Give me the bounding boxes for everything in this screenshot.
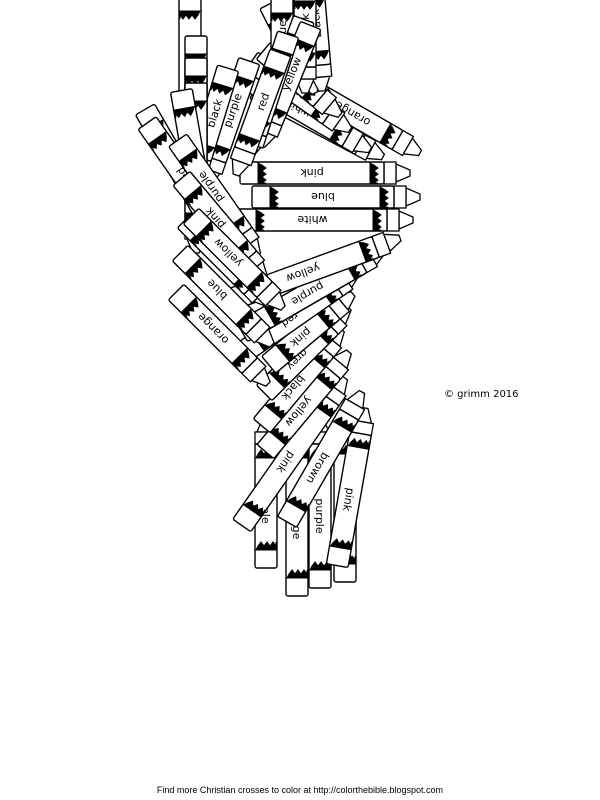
- crayon-zigzag-band: [179, 10, 201, 20]
- crayon-zigzag-band: [184, 184, 203, 206]
- crayon-zigzag-band: [210, 81, 234, 96]
- crayon-zigzag-band: [179, 148, 198, 168]
- crayon-zigzag-band: [369, 162, 379, 184]
- crayon: blue: [172, 245, 275, 348]
- crayon: pink: [239, 161, 411, 185]
- footer-link-text: Find more Christian crosses to color at …: [156, 785, 444, 795]
- crayon-zigzag-band: [379, 186, 389, 208]
- crayon-zigzag-band: [181, 296, 199, 318]
- crayon-zigzag-band: [255, 209, 265, 231]
- crayon-zigzag-band: [261, 65, 285, 80]
- crayon-collar: [393, 185, 407, 209]
- crayon-color-word: pink: [300, 166, 324, 179]
- crayon-color-word: purple: [313, 498, 326, 534]
- crayon-body: [326, 431, 372, 568]
- crayon-tip: [398, 210, 414, 230]
- crayon-zigzag-band: [269, 186, 279, 208]
- crayon-color-word: blue: [311, 190, 335, 203]
- crayon: pink: [326, 406, 375, 568]
- crayon-zigzag-band: [264, 401, 287, 420]
- crayon-color-word: white: [297, 213, 327, 226]
- crayon-zigzag-band: [268, 370, 290, 388]
- crayon-body: [251, 185, 395, 209]
- crayon-zigzag-band: [257, 162, 267, 184]
- crayon-zigzag-band: [332, 416, 356, 433]
- crayon-zigzag-band: [263, 306, 282, 326]
- copyright-notice: © grimm 2016: [444, 389, 519, 400]
- crayon-zigzag-band: [231, 347, 250, 369]
- crayon-zigzag-band: [314, 372, 337, 390]
- crayon-collar: [386, 208, 400, 232]
- crayon-zigzag-band: [246, 271, 265, 293]
- crayon-collar: [383, 161, 397, 185]
- crayon-zigzag-band: [148, 131, 167, 151]
- crayon-zigzag-band: [275, 343, 296, 362]
- crayon: blue: [251, 185, 421, 209]
- crayon-color-word: pink: [340, 487, 357, 513]
- crayon-tip: [395, 163, 411, 183]
- crayon: white: [237, 208, 414, 232]
- crayon-zigzag-band: [358, 241, 374, 262]
- crayon-zigzag-band: [255, 541, 277, 551]
- crayon-body: [277, 409, 359, 528]
- crayon-zigzag-band: [294, 0, 316, 10]
- crayon-zigzag-band: [185, 257, 203, 279]
- crayon-zigzag-band: [268, 427, 291, 445]
- crayon-zigzag-band: [174, 105, 196, 119]
- crayon-zigzag-band: [315, 310, 336, 329]
- crayon-zigzag-band: [286, 569, 308, 579]
- crayon-color-word: red: [254, 91, 272, 112]
- crayon-zigzag-band: [347, 437, 370, 450]
- crayon-zigzag-band: [379, 123, 396, 147]
- crayon-zigzag-band: [372, 209, 382, 231]
- crayon-tip: [405, 187, 421, 207]
- crayon-zigzag-band: [286, 496, 310, 512]
- crayon-zigzag-band: [271, 12, 293, 22]
- crayon-zigzag-band: [237, 133, 261, 148]
- crayon-zigzag-band: [196, 220, 214, 242]
- crayon-zigzag-band: [242, 500, 266, 518]
- crayon-zigzag-band: [235, 308, 254, 330]
- crayon: red: [229, 48, 291, 177]
- crayon-zigzag-band: [329, 538, 353, 551]
